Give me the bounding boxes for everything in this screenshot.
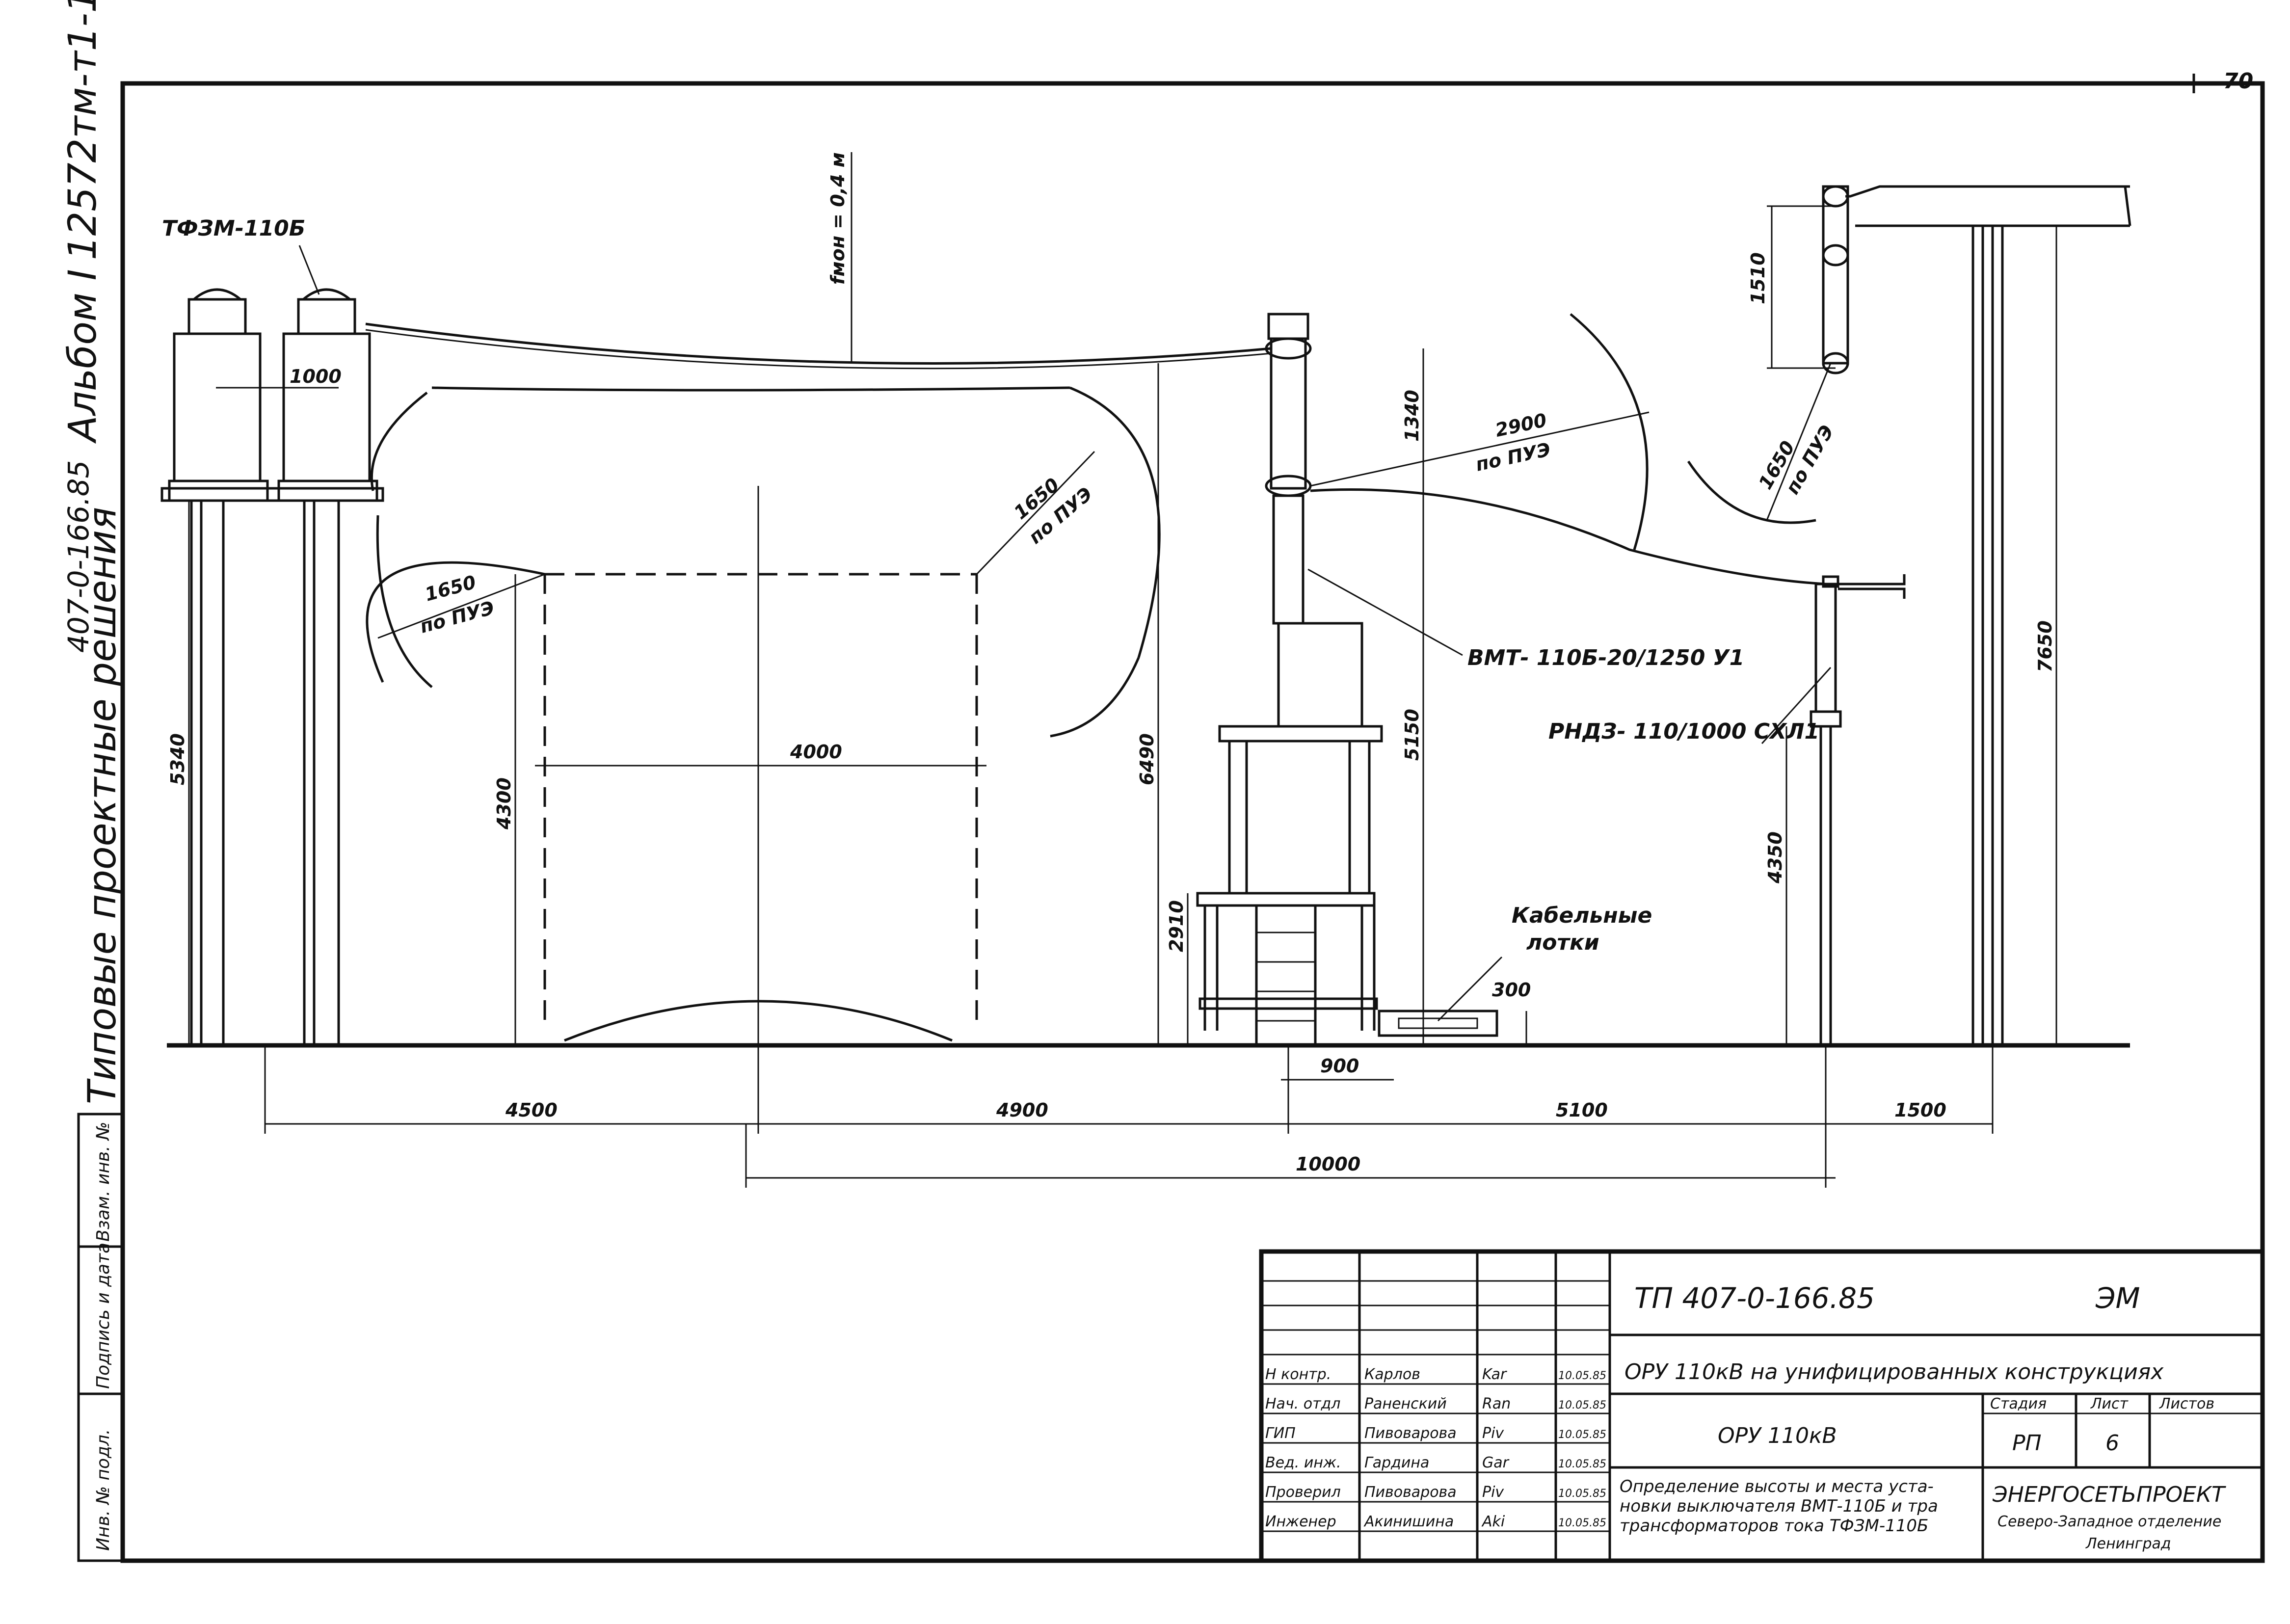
tb-role: ГИП [1265,1425,1296,1442]
disconnector-rnda [1810,574,1906,1045]
label-breaker: ВМТ- 110Б-20/1250 У1 [1467,645,1744,670]
dim-4900: 4900 [996,1099,1048,1121]
margin-inv-instead: Взам. инв. № [93,1122,113,1242]
dim-300: 300 [1492,979,1531,1001]
tb-stage-header: Стадия [1990,1395,2047,1412]
tb-name: Акинишина [1363,1513,1454,1530]
dim-5150: 5150 [1401,709,1423,761]
current-transformer-left [168,288,269,1045]
tb-name: Пивоварова [1364,1484,1457,1501]
clearance-arc-right [1570,313,1649,550]
tb-name: Раненский [1364,1395,1447,1412]
tb-role: Н контр. [1265,1366,1331,1383]
tb-sign: Piv [1482,1484,1504,1501]
dashed-enclosure [543,573,978,1031]
tb-org: ЭНЕРГОСЕТЬПРОЕКТ [1992,1482,2226,1507]
bottom-dimension-chain [264,1045,1994,1188]
tb-date: 10.05.85 [1558,1429,1606,1441]
dim-sag: fмон = 0,4 м [827,152,849,285]
insulator-string [1822,185,1849,374]
tb-sign: Ran [1482,1395,1511,1412]
tb-date: 10.05.85 [1558,1399,1606,1411]
dim-900: 900 [1320,1055,1359,1077]
dim-4000: 4000 [790,741,842,763]
portal-beam [1845,185,2131,1047]
side-series: Типовые проектные решения [80,507,125,1104]
dim-1510: 1510 [1747,252,1769,304]
ct-base-plate [160,487,384,502]
dim-5340: 5340 [167,733,188,785]
label-pue-2900: по ПУЭ [1474,439,1552,476]
tb-sign: Piv [1482,1425,1504,1442]
tb-description-1: Определение высоты и места уста- [1620,1477,1934,1496]
tb-role: Проверил [1265,1484,1341,1501]
tb-name: Пивоварова [1364,1425,1457,1442]
signature-rows: Н контр. Карлов Kar 10.05.85 Нач. отдл Р… [1265,1366,1606,1530]
tb-description-3: трансформаторов тока ТФЗМ-110Б [1620,1516,1928,1536]
tb-role: Инженер [1265,1513,1336,1530]
conductor-upper [365,322,1272,365]
tb-name: Карлов [1364,1366,1420,1383]
tb-sign: Gar [1482,1454,1510,1471]
current-transformer-right [277,288,378,1045]
tb-date: 10.05.85 [1558,1370,1606,1382]
side-album-no: 407-0-166.85 [62,460,95,653]
label-cable-trays-2: лотки [1526,930,1599,955]
dim-2910: 2910 [1166,900,1187,952]
title-block [1259,1249,2265,1563]
dim-1650-left: 1650 [423,571,479,606]
tb-date: 10.05.85 [1558,1488,1606,1500]
tb-designation: ТП 407-0-166.85 [1634,1281,1875,1315]
side-code: 12572тм-т1-19 [61,0,105,260]
dim-7650: 7650 [2034,620,2056,672]
dim-5100: 5100 [1556,1099,1608,1121]
label-cable-trays-1: Кабельные [1512,903,1652,928]
margin-sign-date: Подпись и дата [93,1243,113,1389]
tb-sheets-header: Листов [2159,1395,2214,1412]
tb-org-branch: Северо-Западное отделение [1997,1513,2221,1530]
label-disconnector: РНДЗ- 110/1000 СХЛ1 [1548,719,1819,744]
tb-project: ОРУ 110кВ на унифицированных конструкция… [1624,1359,2164,1384]
tb-object: ОРУ 110кВ [1718,1423,1837,1448]
tb-sheet: 6 [2105,1431,2119,1456]
tb-org-city: Ленинград [2085,1535,2171,1552]
side-stamp: Типовые проектные решения 407-0-166.85 А… [61,0,125,1104]
drawing-frame [120,81,2265,1563]
tb-sign: Kar [1482,1366,1507,1383]
dim-4500: 4500 [505,1099,558,1121]
dim-10000: 10000 [1296,1153,1360,1175]
dim-1340: 1340 [1401,390,1423,442]
tb-date: 10.05.85 [1558,1517,1606,1529]
dim-4350: 4350 [1764,831,1786,884]
breaker-vmt [1218,313,1383,893]
cable-trays [1378,1010,1498,1037]
tb-description-2: новки выключателя ВМТ-110Б и тра [1620,1496,1938,1516]
dim-4300: 4300 [493,777,515,830]
dim-1500: 1500 [1894,1099,1946,1121]
clearance-envelope-left [366,561,545,683]
label-ct: ТФЗМ-110Б [162,216,305,241]
ground-arc [564,1000,953,1042]
tb-sign: Aki [1481,1513,1505,1530]
side-album: Альбом I [61,269,105,444]
tb-role: Вед. инж. [1265,1454,1341,1471]
dim-6490: 6490 [1136,733,1158,785]
tb-stage: РП [2012,1431,2042,1456]
margin-inv-orig: Инв. № подл. [93,1429,113,1551]
tb-date: 10.05.85 [1558,1458,1606,1470]
left-margin-boxes: Инв. № подл. Подпись и дата Взам. инв. № [77,1113,124,1562]
dim-ct-spacing: 1000 [290,366,342,387]
tb-sheet-header: Лист [2090,1395,2129,1412]
service-platform [1196,892,1378,1045]
tb-mark: ЭМ [2095,1281,2140,1315]
tb-role: Нач. отдл [1265,1395,1341,1412]
conductor-lower [1310,488,1826,586]
tb-name: Гардина [1364,1454,1429,1471]
page-number: 70 [2223,69,2253,94]
